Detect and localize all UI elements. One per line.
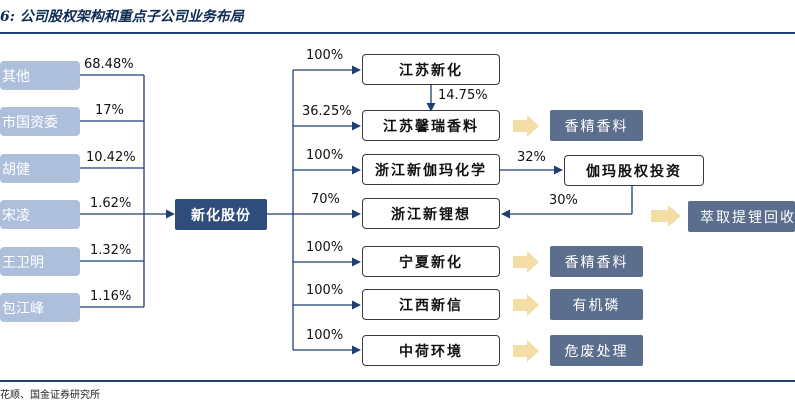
shareholder-box-songling: 宋凌 <box>0 200 80 229</box>
subsidiary-name: 江苏新化 <box>399 62 463 79</box>
shareholder-pct: 1.16% <box>90 289 132 304</box>
shareholder-pct: 1.62% <box>90 196 132 211</box>
subsidiary-name: 中荷环境 <box>399 343 463 360</box>
shareholder-name: 市国资委 <box>2 114 58 131</box>
shareholder-name: 宋凌 <box>2 207 30 224</box>
gamma-equity-box: 伽玛股权投资 <box>564 155 704 186</box>
subsidiary-pct: 70% <box>311 192 340 207</box>
subsidiary-box-jiangxi-xinxin: 江西新信 <box>362 289 500 320</box>
gamma-in-pct: 32% <box>517 150 546 165</box>
shareholder-box-sasac: 市国资委 <box>0 107 80 136</box>
shareholder-box-baojiangfeng: 包江峰 <box>0 293 80 322</box>
subsidiary-pct: 100% <box>306 240 344 255</box>
shareholder-name: 胡健 <box>2 161 30 178</box>
company-name: 新化股份 <box>191 207 251 224</box>
business-box-organophosphorus: 有机磷 <box>550 289 643 320</box>
shareholder-pct: 17% <box>95 103 124 118</box>
shareholder-box-wangweiming: 王卫明 <box>0 247 80 276</box>
subsidiary-name: 江苏馨瑞香料 <box>383 118 479 135</box>
right-arrow-icon <box>513 340 539 362</box>
right-arrow-icon <box>513 115 539 137</box>
subsidiary-pct: 100% <box>306 148 344 163</box>
business-box-lithium: 萃取提锂回收 <box>688 201 795 232</box>
subsidiary-pct: 100% <box>306 283 344 298</box>
subsidiary-box-jiangsu-xinhua: 江苏新化 <box>362 54 500 85</box>
subsidiary-pct: 100% <box>306 328 344 343</box>
shareholder-name: 包江峰 <box>2 300 44 317</box>
figure-title: 6: 公司股权架构和重点子公司业务布局 <box>0 9 244 25</box>
right-arrow-icon <box>513 294 539 316</box>
gamma-equity-name: 伽玛股权投资 <box>586 163 682 180</box>
business-label: 危废处理 <box>564 343 629 360</box>
subsidiary-name: 浙江新伽玛化学 <box>375 162 487 179</box>
bottom-rule <box>0 380 795 382</box>
right-arrow-icon <box>513 251 539 273</box>
shareholder-pct: 10.42% <box>86 150 136 165</box>
subsidiary-box-zhejiang-gamma: 浙江新伽玛化学 <box>362 154 500 185</box>
gamma-out-pct: 30% <box>549 193 578 208</box>
shareholder-name: 王卫明 <box>2 254 44 271</box>
shareholder-pct: 68.48% <box>84 57 134 72</box>
shareholder-box-hujian: 胡健 <box>0 154 80 183</box>
business-label: 萃取提锂回收 <box>700 209 795 226</box>
cross-holding-pct: 14.75% <box>438 88 488 103</box>
subsidiary-name: 浙江新锂想 <box>391 206 471 223</box>
title-rule <box>0 32 795 34</box>
subsidiary-box-jiangsu-xinrui: 江苏馨瑞香料 <box>362 110 500 141</box>
right-arrow-icon <box>651 205 681 227</box>
shareholder-box-other: 其他 <box>0 61 80 90</box>
source-note: 花顺、国金证券研究所 <box>0 390 100 401</box>
subsidiary-box-zhonghe-env: 中荷环境 <box>362 335 500 366</box>
business-label: 香精香料 <box>564 254 629 271</box>
business-box-flavors: 香精香料 <box>550 246 643 277</box>
business-label: 有机磷 <box>572 297 621 314</box>
shareholder-pct: 1.32% <box>90 243 132 258</box>
subsidiary-pct: 36.25% <box>302 104 352 119</box>
subsidiary-box-zhejiang-xinlixiang: 浙江新锂想 <box>362 198 500 229</box>
subsidiary-box-ningxia-xinhua: 宁夏新化 <box>362 246 500 277</box>
business-box-hazardous-waste: 危废处理 <box>550 335 643 366</box>
shareholder-name: 其他 <box>2 68 30 85</box>
subsidiary-name: 江西新信 <box>399 297 463 314</box>
subsidiary-pct: 100% <box>306 48 344 63</box>
business-box-flavors: 香精香料 <box>550 110 643 141</box>
business-label: 香精香料 <box>564 118 629 135</box>
subsidiary-name: 宁夏新化 <box>399 254 463 271</box>
company-box: 新化股份 <box>175 199 267 230</box>
